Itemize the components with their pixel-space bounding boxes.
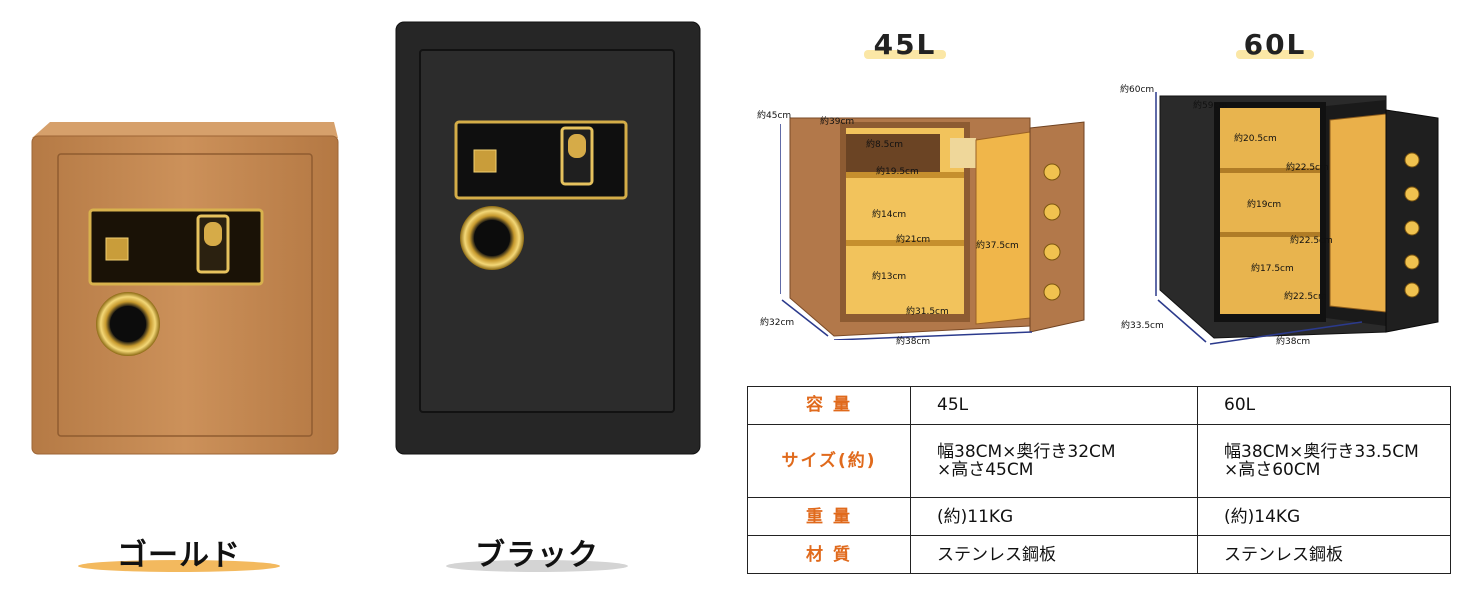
dim-60l-inner-height: 約59cm	[1193, 101, 1228, 111]
dim-60l-shelf3-height: 約17.5cm	[1251, 264, 1294, 274]
spec-row-material: 材 質 ステンレス鋼板 ステンレス鋼板	[747, 535, 1451, 574]
spec-material-45l: ステンレス鋼板	[910, 535, 1198, 574]
spec-label-size: サイズ(約)	[747, 423, 911, 499]
dim-60l-shelf2-depth: 約22.5cm	[1290, 236, 1333, 246]
dim-45l-shelf-width: 約21cm	[896, 235, 931, 245]
spec-row-size: サイズ(約) 幅38CM×奥行き32CM×高さ45CM 幅38CM×奥行き33.…	[747, 423, 1451, 499]
black-label: ブラック	[475, 538, 599, 573]
size-45l-title: 45L	[864, 28, 946, 61]
spec-label-weight: 重 量	[747, 497, 911, 537]
spec-row-capacity: 容 量 45L 60L	[747, 386, 1451, 425]
dim-60l-shelf1-height: 約20.5cm	[1234, 134, 1277, 144]
dim-45l-shelf2-height: 約13cm	[872, 272, 907, 282]
safe-60l-interior-image	[1155, 92, 1439, 345]
dim-60l-width: 約38cm	[1276, 337, 1311, 347]
dim-45l-width: 約38cm	[896, 337, 931, 347]
safe-45l-interior-image	[780, 117, 1085, 340]
spec-label-material: 材 質	[747, 535, 911, 574]
size-60l-title: 60L	[1236, 28, 1314, 61]
dim-45l-inner-height: 約39cm	[820, 117, 855, 127]
spec-weight-45l: (約)11KG	[910, 497, 1198, 537]
dim-45l-depth: 約32cm	[760, 318, 795, 328]
spec-material-60l: ステンレス鋼板	[1197, 535, 1451, 574]
dim-60l-shelf2-height: 約19cm	[1247, 200, 1282, 210]
dim-60l-height: 約60cm	[1120, 85, 1155, 95]
spec-table: 容 量 45L 60L サイズ(約) 幅38CM×奥行き32CM×高さ45CM …	[747, 386, 1451, 574]
dim-45l-inner-depth: 約31.5cm	[906, 307, 949, 317]
dim-45l-inner-width: 約37.5cm	[976, 241, 1019, 251]
spec-capacity-45l: 45L	[910, 386, 1198, 425]
dim-60l-shelf3-depth: 約22.5cm	[1284, 292, 1327, 302]
dim-45l-shelf1-height: 約14cm	[872, 210, 907, 220]
dim-45l-top-compartment-width: 約19.5cm	[876, 167, 919, 177]
spec-weight-60l: (約)14KG	[1197, 497, 1451, 537]
spec-size-60l: 幅38CM×奥行き33.5CM×高さ60CM	[1197, 423, 1451, 499]
black-safe-image	[395, 21, 701, 455]
dim-60l-shelf1-depth: 約22.5cm	[1286, 163, 1329, 173]
black-label-underline	[446, 560, 628, 572]
dim-45l-height: 約45cm	[757, 111, 792, 121]
gold-label-underline	[78, 560, 280, 572]
dim-45l-top-compartment-height: 約8.5cm	[866, 140, 904, 150]
spec-label-capacity: 容 量	[747, 386, 911, 425]
gold-label: ゴールド	[117, 538, 241, 573]
spec-row-weight: 重 量 (約)11KG (約)14KG	[747, 497, 1451, 537]
spec-capacity-60l: 60L	[1197, 386, 1451, 425]
gold-safe-image	[31, 122, 339, 455]
dim-60l-depth: 約33.5cm	[1121, 321, 1164, 331]
spec-size-45l: 幅38CM×奥行き32CM×高さ45CM	[910, 423, 1198, 499]
